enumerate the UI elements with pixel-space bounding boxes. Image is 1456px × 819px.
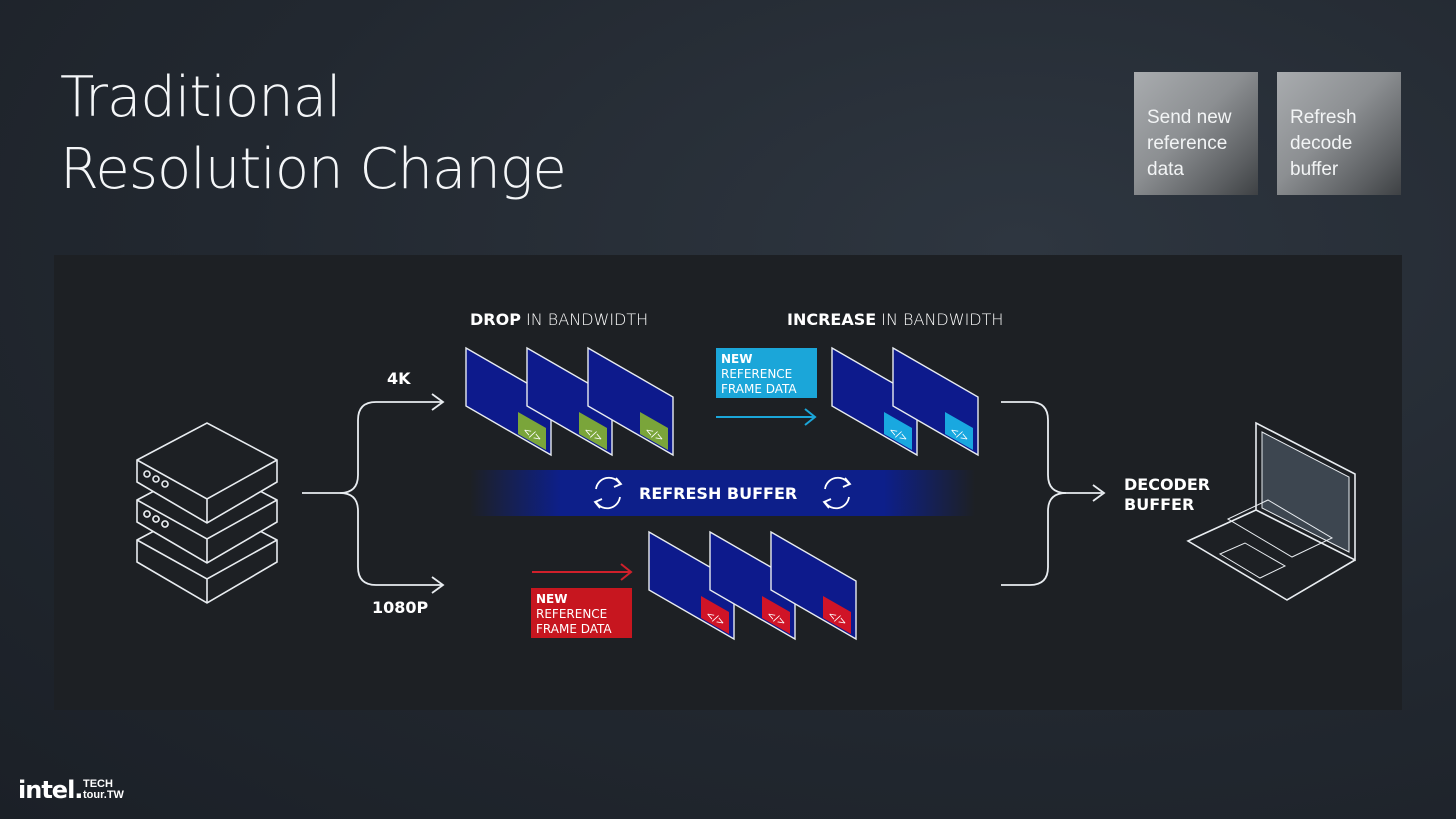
send-reference-card: Send new reference data [1134, 72, 1258, 195]
red-arrow [532, 563, 633, 581]
code-badge [762, 596, 790, 634]
label-1080p: 1080P [372, 598, 429, 617]
blue-reference-tag [716, 348, 817, 398]
frame-1080p: </> [648, 530, 735, 641]
frame-1080p: </> [709, 530, 796, 641]
tech-tour-line-1: TECH [83, 778, 113, 790]
code-badge [518, 412, 546, 450]
refresh-icon-right [822, 476, 852, 510]
frame-4k: </> [465, 346, 552, 457]
frame-increase: </> [892, 346, 979, 457]
increase-rest: IN BANDWIDTH [876, 310, 1003, 329]
split-connector [302, 393, 445, 594]
label-4k: 4K [387, 369, 411, 388]
intel-logo: intel. [18, 776, 83, 804]
card-text-line: Send new [1147, 107, 1232, 128]
increase-bold: INCREASE [787, 310, 876, 329]
increase-frame-group: </></> [831, 346, 979, 457]
code-badge [579, 412, 607, 450]
red-tag-line-2: REFERENCE [536, 607, 607, 621]
increase-in-bandwidth-label: INCREASE IN BANDWIDTH [787, 310, 1003, 329]
red-tag-line-3: FRAME DATA [536, 622, 612, 636]
blue-tag-line-2: REFERENCE [721, 367, 792, 381]
card-text-line: buffer [1290, 159, 1339, 180]
blue-tag-line-3: FRAME DATA [721, 382, 797, 396]
tech-tour-line-2: tour.TW [83, 789, 124, 801]
low-res-frame-group: </></></> [648, 530, 857, 641]
drop-bold: DROP [470, 310, 521, 329]
card-text-line: Refresh [1290, 107, 1357, 128]
title-line-1: Traditional [60, 65, 342, 130]
card-text-line: decode [1290, 133, 1353, 154]
title-line-2: Resolution Change [60, 137, 567, 202]
refresh-buffer-label: REFRESH BUFFER [639, 484, 797, 503]
blue-tag-line-1: NEW [721, 352, 752, 366]
slide-title: Traditional Resolution Change [60, 62, 567, 206]
tech-tour-logo: TECH tour.TW [83, 779, 124, 801]
decoder-label-line-1: DECODER [1124, 475, 1210, 494]
frame-increase: </> [831, 346, 918, 457]
refresh-buffer-card: Refresh decode buffer [1277, 72, 1401, 195]
blue-arrow [716, 408, 817, 426]
code-badge [945, 412, 973, 450]
code-badge [884, 412, 912, 450]
refresh-icon-left [593, 476, 623, 510]
code-badge [640, 412, 668, 450]
refresh-buffer-band [470, 470, 975, 516]
code-badge [823, 596, 851, 634]
card-text-line: reference [1147, 133, 1228, 154]
drop-frame-group: </></></> [465, 346, 674, 457]
frame-4k: </> [587, 346, 674, 457]
red-tag-line-1: NEW [536, 592, 567, 606]
drop-in-bandwidth-label: DROP IN BANDWIDTH [470, 310, 648, 329]
laptop-icon [1186, 421, 1356, 601]
card-text-line: data [1147, 159, 1184, 180]
frame-1080p: </> [770, 530, 857, 641]
merge-connector [1001, 401, 1106, 586]
red-reference-tag [531, 588, 632, 638]
server-stack-icon [136, 422, 278, 604]
decoder-label-line-2: BUFFER [1124, 495, 1194, 514]
drop-rest: IN BANDWIDTH [521, 310, 648, 329]
frame-4k: </> [526, 346, 613, 457]
code-badge [701, 596, 729, 634]
